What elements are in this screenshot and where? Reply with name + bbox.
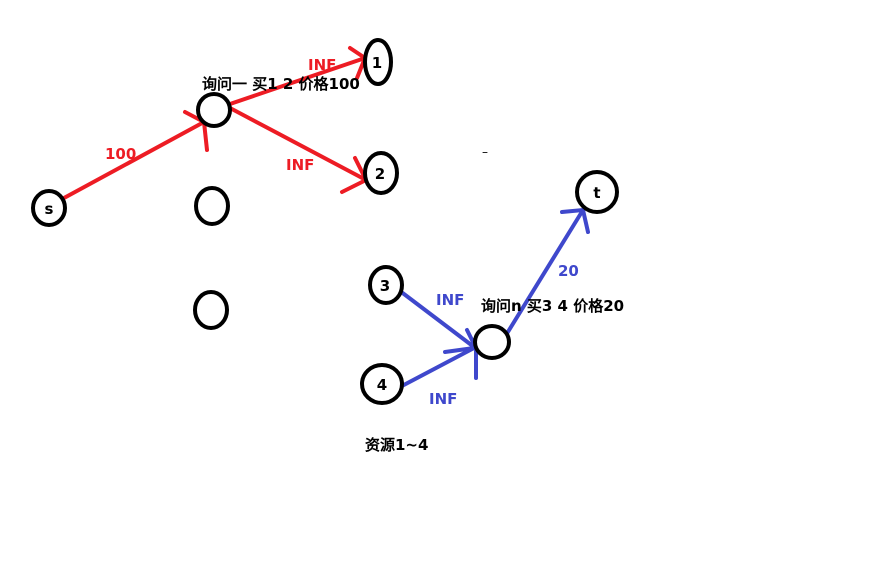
edge-s-q1-label: 100 [105,145,136,163]
node-query1 [196,92,232,128]
edge-3-qn [398,289,476,349]
edge-qn-t-label: 20 [558,262,579,280]
edge-qn-t [504,208,585,337]
node-4 [360,363,404,405]
node-query-empty-2 [193,290,229,330]
query1-annotation: 询问一 买1 2 价格100 [202,75,360,93]
node-query-empty-1 [194,186,230,226]
node-queryn [473,324,511,360]
stray-dash: – [482,145,488,159]
resources-annotation: 资源1~4 [365,436,428,454]
edge-4-qn-label: INF [429,390,457,408]
node-1-label: 1 [372,54,382,72]
edge-3-qn-label: INF [436,291,464,309]
queryn-annotation: 询问n 买3 4 价格20 [481,297,624,315]
node-s [31,189,67,227]
edge-s-q1 [62,120,206,200]
node-4-label: 4 [377,376,387,394]
edge-q1-2-label: INF [286,156,314,174]
node-1 [363,38,393,86]
node-2 [363,151,399,195]
edge-4-qn [398,346,476,389]
edge-q1-2 [228,106,368,182]
node-2-label: 2 [375,165,385,183]
node-3-label: 3 [380,277,390,295]
node-t-label: t [593,184,600,202]
edge-q1-1-label: INF [308,56,336,74]
node-3 [368,265,404,305]
arrowhead-t [560,207,590,234]
node-s-label: s [45,200,54,218]
node-t [575,170,619,214]
edge-q1-1 [228,56,367,106]
